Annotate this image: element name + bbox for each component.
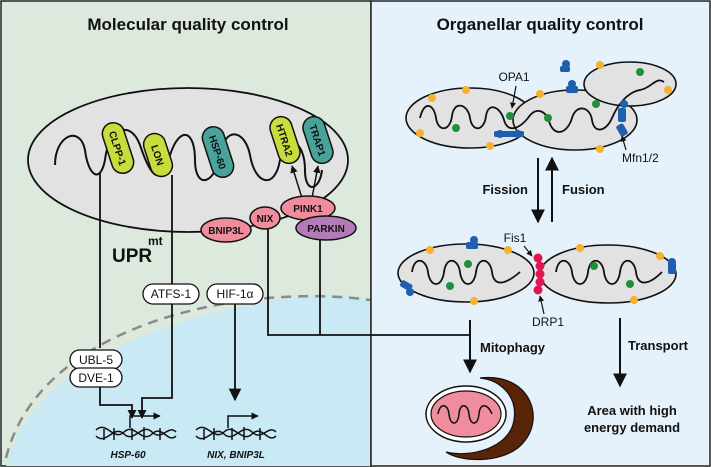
autophagosome <box>425 376 534 461</box>
svg-text:PARKIN: PARKIN <box>307 224 345 235</box>
fragmented-mitochondria <box>397 243 677 304</box>
mfn-tethers <box>494 60 628 138</box>
upr-superscript: mt <box>148 234 163 248</box>
nucleus <box>6 295 370 466</box>
lon-protein: LON <box>142 132 174 178</box>
bnip3l-protein: BNIP3L <box>200 217 252 243</box>
nix-protein: NIX <box>249 206 281 230</box>
svg-text:DVE-1: DVE-1 <box>78 371 114 385</box>
opa1-pointer <box>510 85 517 109</box>
fused-mitochondria-dots <box>416 61 672 153</box>
fusion-label: Fusion <box>562 182 605 197</box>
nuclear-envelope <box>4 294 371 459</box>
right-panel-title: Organellar quality control <box>437 15 644 34</box>
nix-to-mitophagy-line <box>267 229 470 336</box>
fragmented-mfn <box>400 236 676 296</box>
area-label-line2: energy demand <box>584 420 680 435</box>
atfs1-factor: ATFS-1 <box>142 283 200 305</box>
gene-nix-label: NIX, BNIP3L <box>207 450 265 461</box>
transport-label: Transport <box>628 338 689 353</box>
hsp60-tss-arrow <box>129 412 161 428</box>
ubl5-factor: UBL-5 <box>69 349 123 370</box>
hsp60-dna-icon <box>95 426 177 440</box>
fission-label: Fission <box>482 182 528 197</box>
fis1-pointer <box>523 245 533 257</box>
drp1-label: DRP1 <box>532 315 564 329</box>
gene-hsp60-label: HSP-60 <box>110 450 145 461</box>
pink1-to-htra2-arrow <box>290 165 303 199</box>
upr-label: UPR <box>112 246 152 267</box>
mfn-pointer <box>620 135 627 151</box>
nix-tss-arrow <box>227 412 259 428</box>
dve1-to-promoter-line <box>99 387 137 419</box>
svg-text:NIX: NIX <box>257 214 274 225</box>
area-label-line1: Area with high <box>587 403 677 418</box>
parkin-protein: PARKIN <box>295 215 357 241</box>
svg-text:HIF-1α: HIF-1α <box>217 287 254 301</box>
dve1-factor: DVE-1 <box>69 367 123 388</box>
drp1-pointer <box>538 295 545 315</box>
fragmented-dots <box>426 244 664 305</box>
mitophagy-label: Mitophagy <box>480 340 546 355</box>
left-panel-title: Molecular quality control <box>87 15 288 34</box>
htra2-protein: HTRA2 <box>269 115 301 165</box>
hif1a-factor: HIF-1α <box>206 283 264 305</box>
clpp-protein: CLPP-1 <box>101 121 135 175</box>
trap1-protein: TRAP1 <box>302 115 334 165</box>
svg-text:UBL-5: UBL-5 <box>79 353 113 367</box>
mfn-label: Mfn1/2 <box>622 151 659 165</box>
pink1-to-trap1-arrow <box>311 165 321 199</box>
svg-text:PINK1: PINK1 <box>293 204 323 215</box>
svg-text:BNIP3L: BNIP3L <box>208 226 244 237</box>
atfs1-to-promoter-line <box>137 382 173 419</box>
opa1-label: OPA1 <box>498 70 529 84</box>
drp1-ring <box>533 253 545 295</box>
hsp60-protein: HSP-60 <box>201 125 235 179</box>
fis1-label: Fis1 <box>504 231 527 245</box>
nix-dna-icon <box>195 426 277 440</box>
svg-text:ATFS-1: ATFS-1 <box>151 287 192 301</box>
